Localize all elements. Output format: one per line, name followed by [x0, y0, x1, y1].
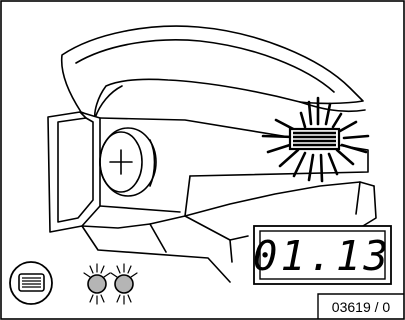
- lamp-panel-icon: [10, 262, 52, 304]
- canopy: [62, 26, 365, 118]
- indicator-lamp-2: [111, 264, 137, 304]
- timer-display: 01.13: [253, 226, 391, 284]
- indicator-lamp-1: [84, 264, 110, 304]
- display-value: 01.13: [253, 232, 391, 280]
- head-housing: [48, 112, 100, 232]
- fan-icon: [100, 128, 156, 196]
- reference-number: 03619 / 0: [332, 299, 391, 315]
- control-panel: [10, 262, 137, 304]
- reference-label: 03619 / 0: [318, 294, 404, 319]
